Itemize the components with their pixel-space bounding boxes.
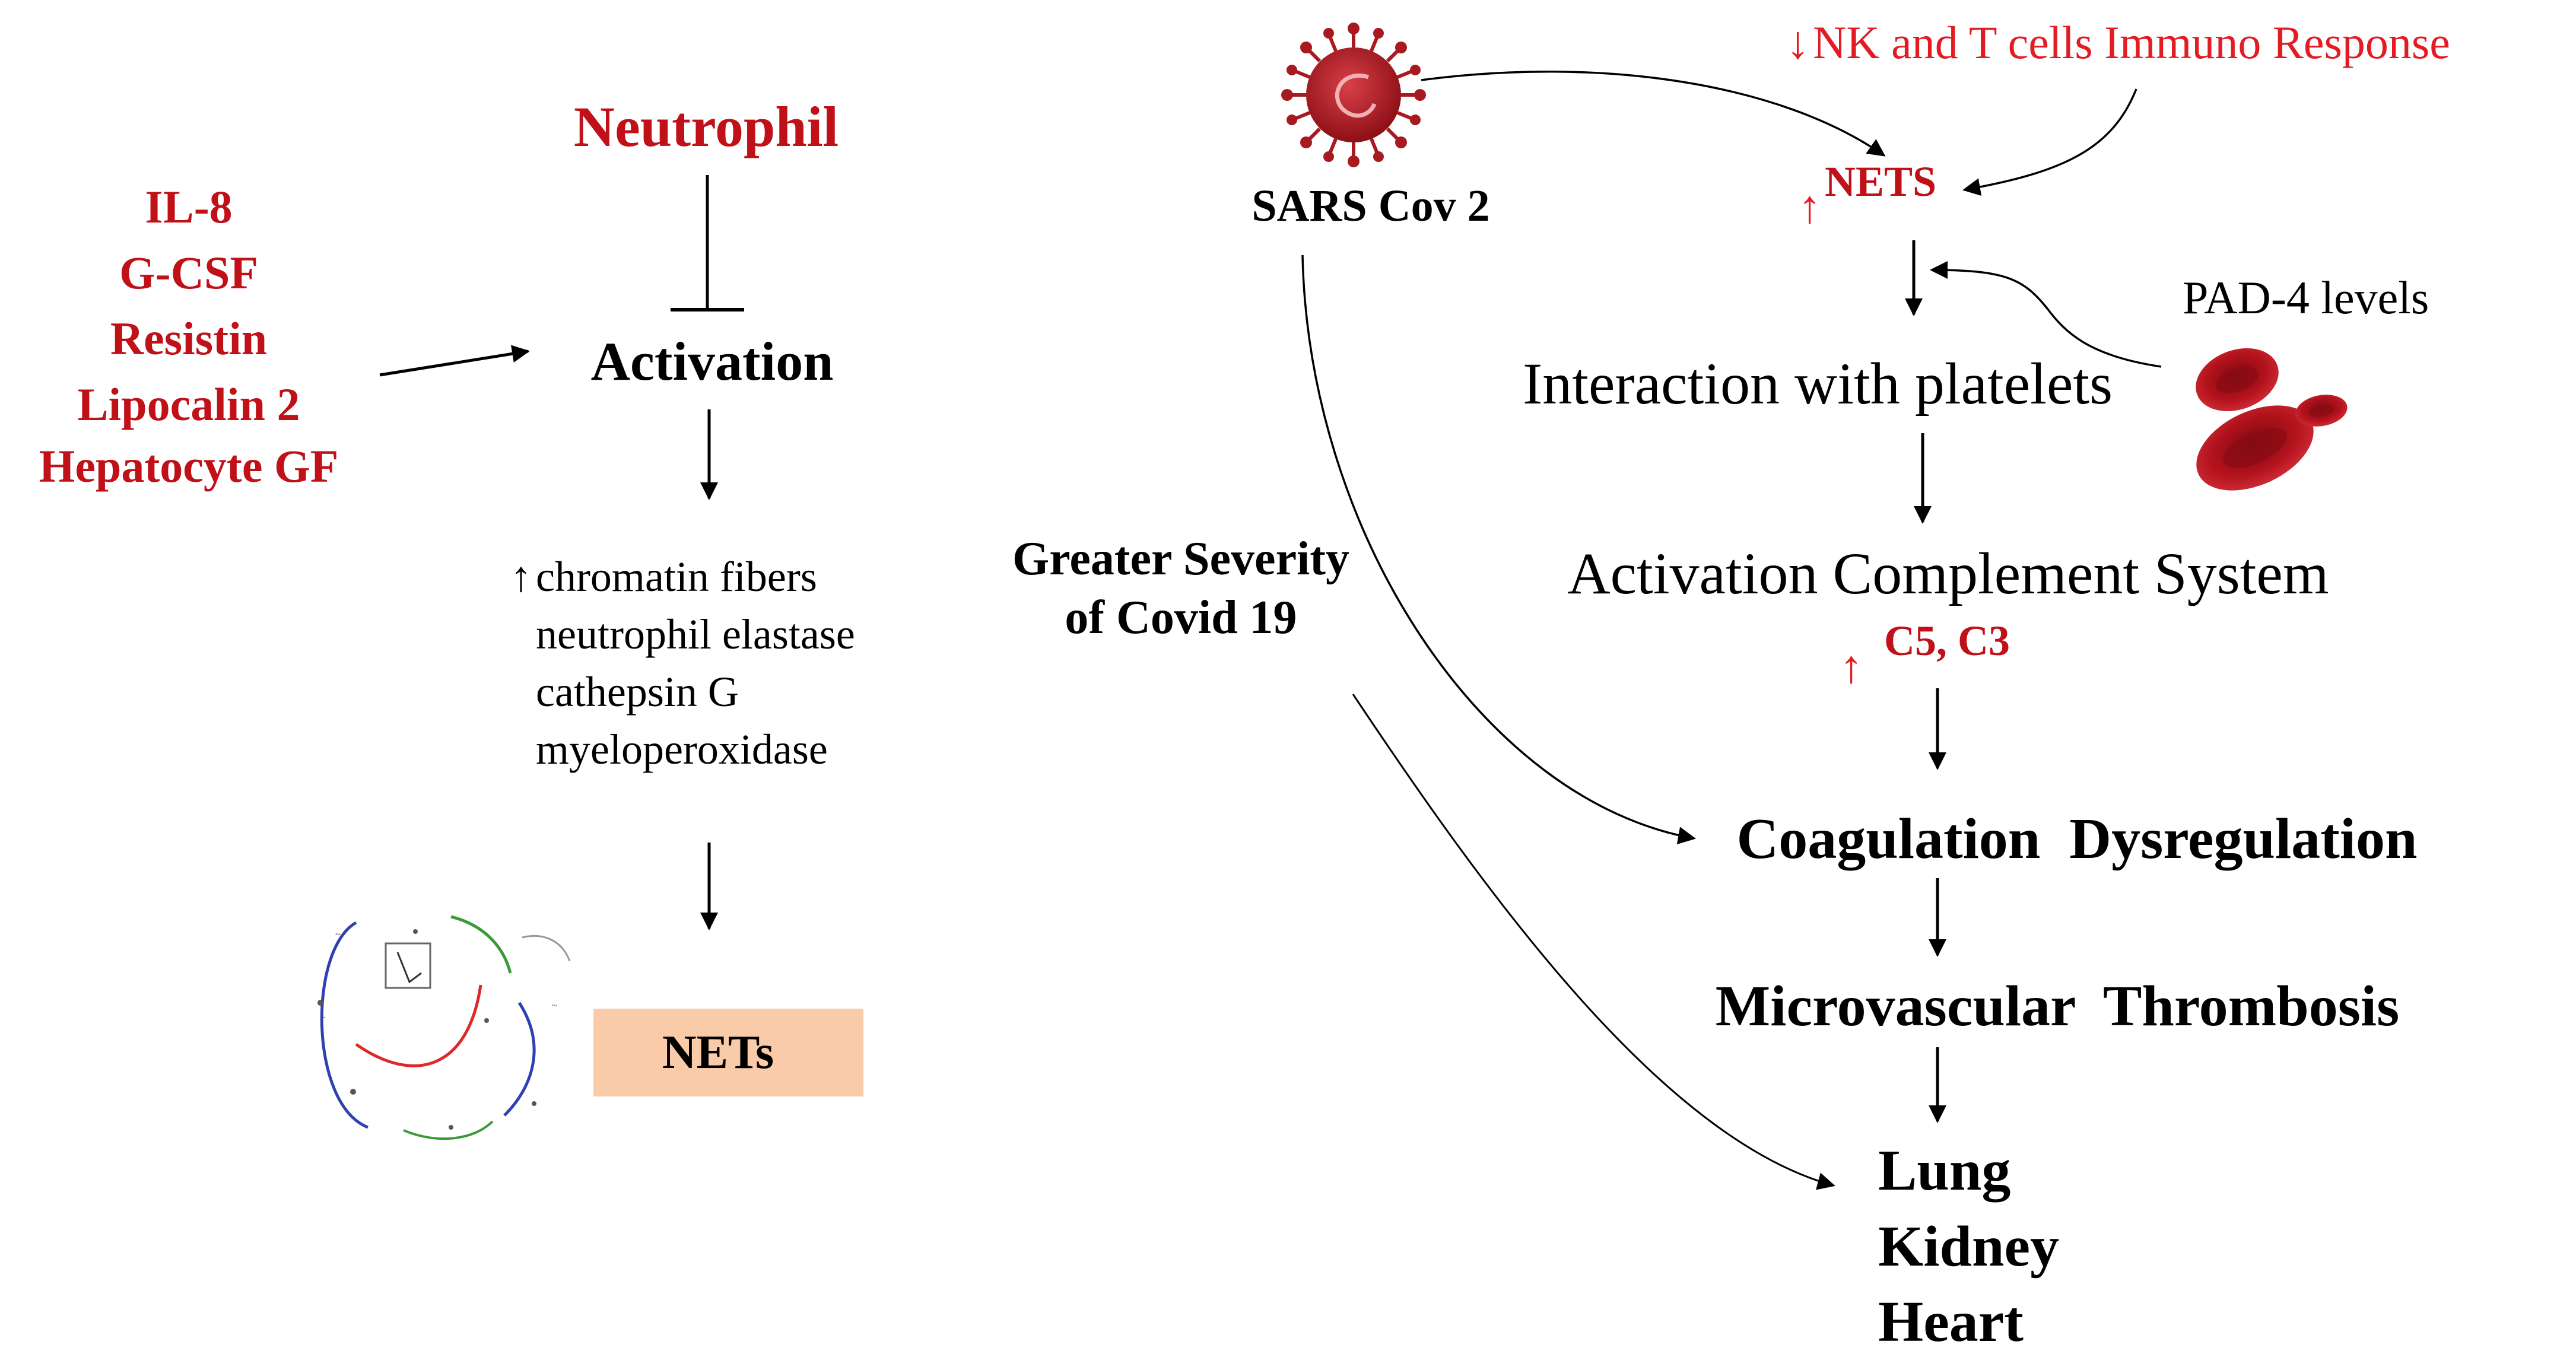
severity-line-2: of Covid 19 [1065, 592, 1297, 644]
severity-to-organs-arrow [1352, 694, 1835, 1190]
nets-box [573, 1009, 863, 1096]
immune-response-label: NK and T cells Immuno Response [1813, 17, 2450, 68]
svg-text:~: ~ [320, 1013, 326, 1023]
organ-list: Lung Kidney Heart [1878, 1139, 2059, 1354]
virus-to-coagulation-arrow [1301, 255, 1696, 845]
pad4-to-platelets-arrow [1930, 261, 2162, 368]
products-up-arrow: ↑ [510, 553, 532, 600]
factors-to-activation-arrow [379, 345, 530, 377]
pad4-label: PAD-4 levels [2183, 272, 2429, 323]
products-list: ↑ chromatin fibers neutrophil elastase c… [510, 553, 855, 773]
factor-gcsf: G-CSF [119, 247, 258, 298]
nets-box-label: NETs [662, 1026, 774, 1079]
factor-il8: IL-8 [145, 181, 232, 233]
immune-down-arrow: ↓ [1786, 17, 1809, 68]
thrombosis-label: Microvascular Thrombosis [1716, 974, 2400, 1038]
coronavirus-icon [1281, 23, 1426, 167]
activation-label: Activation [591, 331, 834, 392]
factor-list: IL-8 G-CSF Resistin Lipocalin 2 Hepatocy… [39, 181, 339, 492]
coagulation-label: Coagulation Dysregulation [1736, 807, 2417, 871]
pathway-cycle-diagram-icon: ~ ~ ~ [291, 908, 593, 1157]
organ-kidney: Kidney [1878, 1215, 2059, 1279]
product-cathepsin-g: cathepsin G [536, 668, 739, 716]
factor-resistin: Resistin [110, 313, 267, 364]
factor-lipocalin: Lipocalin 2 [78, 379, 300, 430]
nets-up-arrow: ↑ [1798, 181, 1821, 233]
virus-to-nets-arrow [1421, 71, 1886, 157]
complement-c5-c3-label: C5, C3 [1884, 617, 2010, 665]
product-neutrophil-elastase: neutrophil elastase [536, 611, 855, 658]
svg-text:~: ~ [335, 930, 341, 940]
immune-to-nets-arrow [1962, 88, 2137, 196]
complement-up-arrow: ↑ [1840, 641, 1863, 692]
red-blood-cells-icon [2196, 348, 2348, 491]
complement-label: Activation Complement System [1567, 541, 2329, 606]
nets-label: NETS [1825, 158, 1936, 205]
svg-text:~: ~ [552, 1001, 557, 1011]
neutrophil-label: Neutrophil [574, 95, 838, 158]
organ-lung: Lung [1878, 1139, 2010, 1203]
factor-hepatocyte-gf: Hepatocyte GF [39, 440, 339, 492]
sars-cov2-label: SARS Cov 2 [1252, 181, 1489, 231]
severity-line-1: Greater Severity [1012, 533, 1349, 585]
organ-heart: Heart [1878, 1290, 2024, 1354]
product-chromatin-fibers: chromatin fibers [536, 553, 817, 600]
platelets-interaction-label: Interaction with platelets [1523, 351, 2113, 417]
product-myeloperoxidase: myeloperoxidase [536, 726, 828, 773]
